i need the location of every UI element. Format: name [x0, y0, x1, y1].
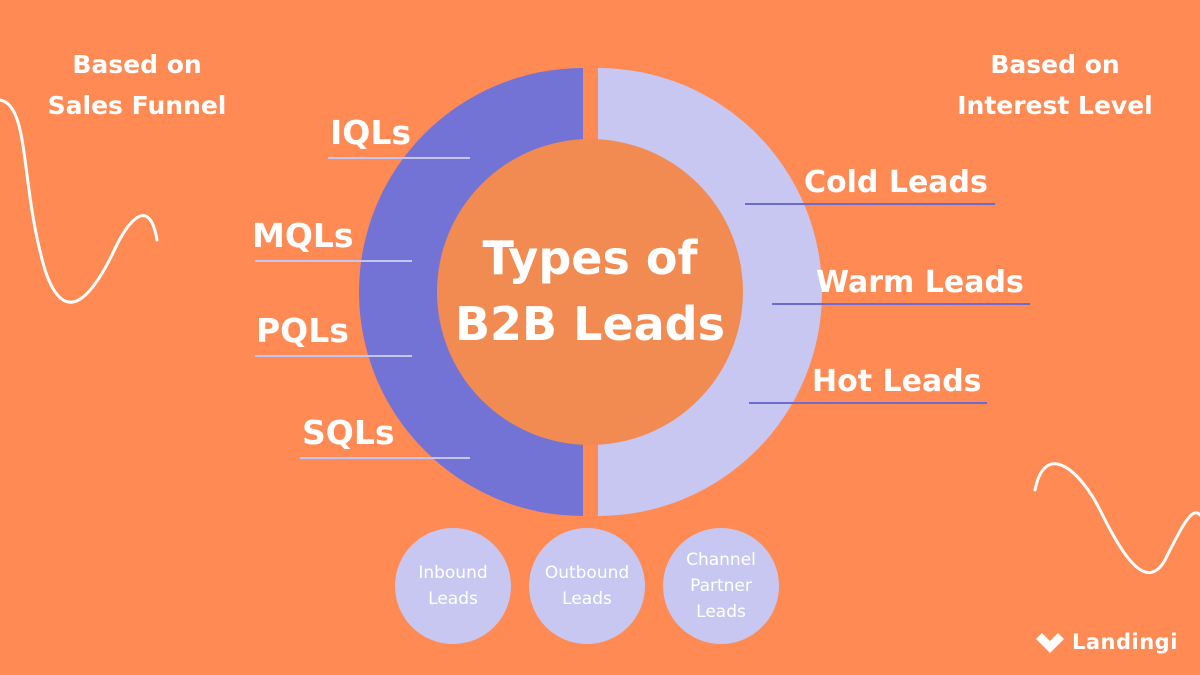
bubble-outbound-line-2: Leads	[562, 589, 612, 609]
label-cold-leads: Cold Leads	[804, 165, 988, 200]
bubble-channel-line-3: Leads	[696, 602, 746, 622]
bubble-channel-line-2: Partner	[690, 576, 752, 596]
bubble-outbound-leads: Outbound Leads	[529, 528, 645, 644]
label-pqls: PQLs	[256, 311, 349, 350]
heading-right-line-2: Interest Level	[957, 91, 1153, 120]
center-circle	[437, 139, 743, 445]
heading-right-line-1: Based on	[990, 50, 1120, 79]
label-sqls: SQLs	[302, 413, 395, 452]
landingi-logo-text: Landingi	[1072, 630, 1178, 654]
heading-left-line-1: Based on	[72, 50, 202, 79]
heading-interest-level: Based on Interest Level	[925, 44, 1185, 126]
heading-left-line-2: Sales Funnel	[47, 91, 227, 120]
center-title-line-1: Types of	[482, 231, 698, 285]
label-hot-leads: Hot Leads	[812, 364, 982, 399]
bubble-channel-partner-leads: Channel Partner Leads	[663, 528, 779, 644]
decorative-squiggle-right	[1033, 462, 1200, 575]
heading-sales-funnel: Based on Sales Funnel	[7, 44, 267, 126]
bubble-channel-line-1: Channel	[686, 550, 756, 570]
bubble-outbound-line-1: Outbound	[544, 563, 630, 583]
bubble-inbound-line-1: Inbound	[418, 563, 488, 583]
center-title: Types of B2B Leads	[440, 225, 740, 357]
bubble-inbound-leads: Inbound Leads	[395, 528, 511, 644]
center-title-line-2: B2B Leads	[454, 297, 725, 351]
label-warm-leads: Warm Leads	[816, 265, 1024, 300]
landingi-logo-icon	[1036, 633, 1064, 653]
label-mqls: MQLs	[252, 216, 354, 255]
decorative-squiggle-left	[0, 98, 159, 304]
bubble-inbound-line-2: Leads	[428, 589, 478, 609]
label-iqls: IQLs	[330, 113, 412, 152]
landingi-logo: Landingi	[1036, 627, 1178, 657]
